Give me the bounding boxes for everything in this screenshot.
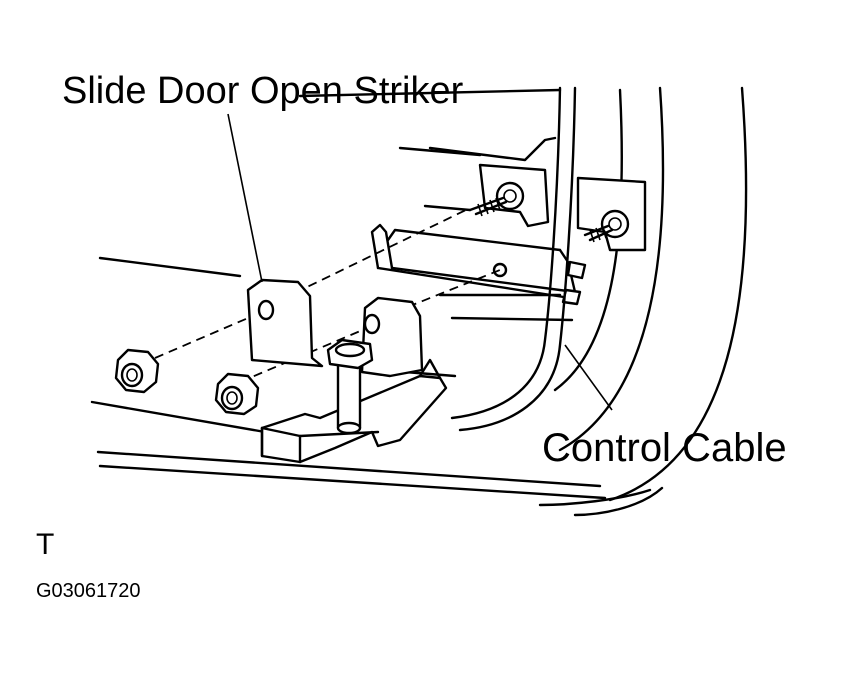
wire-guide xyxy=(370,223,587,306)
control-cable-label: Control Cable xyxy=(542,426,787,470)
control-cable-icon xyxy=(450,86,577,432)
view-label: T xyxy=(36,528,55,561)
leader-lines xyxy=(227,113,613,411)
upper-bracket xyxy=(468,163,647,252)
figure-code: G03061720 xyxy=(36,580,141,602)
striker-label: Slide Door Open Striker xyxy=(62,70,464,112)
nut-icon xyxy=(214,372,260,416)
striker-icon xyxy=(246,278,448,464)
door-panel xyxy=(90,86,748,517)
nut-icon xyxy=(114,348,160,394)
